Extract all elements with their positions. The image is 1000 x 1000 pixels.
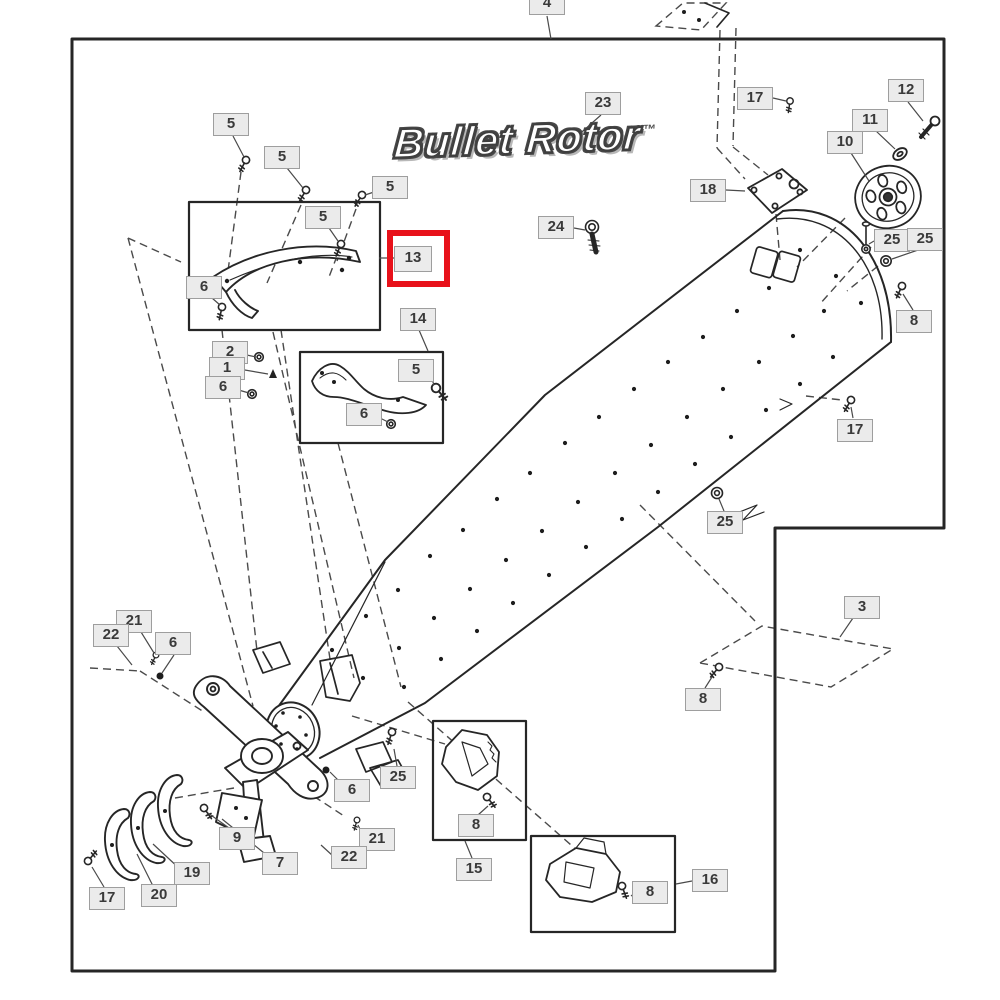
callout-17a[interactable]: 17 <box>737 87 773 110</box>
callout-17b[interactable]: 17 <box>837 419 873 442</box>
callout-25a[interactable]: 25 <box>874 229 910 252</box>
callout-10[interactable]: 10 <box>827 131 863 154</box>
rotor-drum <box>265 209 893 761</box>
callout-16[interactable]: 16 <box>692 869 728 892</box>
callout-3[interactable]: 3 <box>844 596 880 619</box>
support-arm-part7 <box>192 675 329 863</box>
callout-7[interactable]: 7 <box>262 852 298 875</box>
mount-plate-part18 <box>747 168 808 214</box>
callout-4a[interactable]: 4 <box>529 0 565 15</box>
callout-8b[interactable]: 8 <box>685 688 721 711</box>
dashed-leader-lines <box>89 2 895 860</box>
product-logo: Bullet Rotor™ <box>392 111 658 168</box>
logo-text: Bullet Rotor <box>392 111 644 168</box>
callout-25c[interactable]: 25 <box>707 511 743 534</box>
callout-21b[interactable]: 21 <box>359 828 395 851</box>
rotor-blade-part13 <box>212 245 361 319</box>
callout-11[interactable]: 11 <box>852 109 888 132</box>
group-box-13 <box>187 200 382 332</box>
drum-holes <box>110 10 864 847</box>
fastener-25-pin <box>860 221 892 268</box>
bracket-part15 <box>441 729 500 791</box>
washer-part11 <box>892 147 908 161</box>
drive-hub-part10 <box>854 115 941 230</box>
callout-6c[interactable]: 6 <box>346 403 382 426</box>
callout-5d[interactable]: 5 <box>305 206 341 229</box>
drum-brackets <box>252 2 802 789</box>
bracket-part16 <box>545 837 621 903</box>
washer-25 <box>879 255 892 268</box>
callout-6b[interactable]: 6 <box>205 376 241 399</box>
callout-20[interactable]: 20 <box>141 884 177 907</box>
diagram-border <box>70 37 946 973</box>
callout-18[interactable]: 18 <box>690 179 726 202</box>
callout-15[interactable]: 15 <box>456 858 492 881</box>
callout-25b[interactable]: 25 <box>907 228 943 251</box>
nuts <box>246 351 397 430</box>
callout-6d[interactable]: 6 <box>155 632 191 655</box>
callout-6a[interactable]: 6 <box>186 276 222 299</box>
callout-17c[interactable]: 17 <box>89 887 125 910</box>
washer-25-mid <box>710 398 793 521</box>
bolt-part24 <box>584 219 601 255</box>
group-box-16 <box>529 834 677 934</box>
callout-5e[interactable]: 5 <box>398 359 434 382</box>
callout-14[interactable]: 14 <box>400 308 436 331</box>
callout-8c[interactable]: 8 <box>458 814 494 837</box>
callout-12[interactable]: 12 <box>888 79 924 102</box>
callout-13[interactable]: 13 <box>394 246 432 272</box>
callout-25d[interactable]: 25 <box>380 766 416 789</box>
callout-9[interactable]: 9 <box>219 827 255 850</box>
callout-24[interactable]: 24 <box>538 216 574 239</box>
trademark-symbol: ™ <box>642 121 658 138</box>
callout-6e[interactable]: 6 <box>334 779 370 802</box>
callout-19[interactable]: 19 <box>174 862 210 885</box>
callout-5b[interactable]: 5 <box>264 146 300 169</box>
bolt-part12 <box>918 115 941 140</box>
callout-22a[interactable]: 22 <box>93 624 129 647</box>
callout-5c[interactable]: 5 <box>372 176 408 199</box>
screws <box>81 96 908 901</box>
callout-23[interactable]: 23 <box>585 92 621 115</box>
callout-22b[interactable]: 22 <box>331 846 367 869</box>
callout-5a[interactable]: 5 <box>213 113 249 136</box>
callout-8d[interactable]: 8 <box>632 881 668 904</box>
group-box-15 <box>431 719 528 842</box>
callout-8a[interactable]: 8 <box>896 310 932 333</box>
